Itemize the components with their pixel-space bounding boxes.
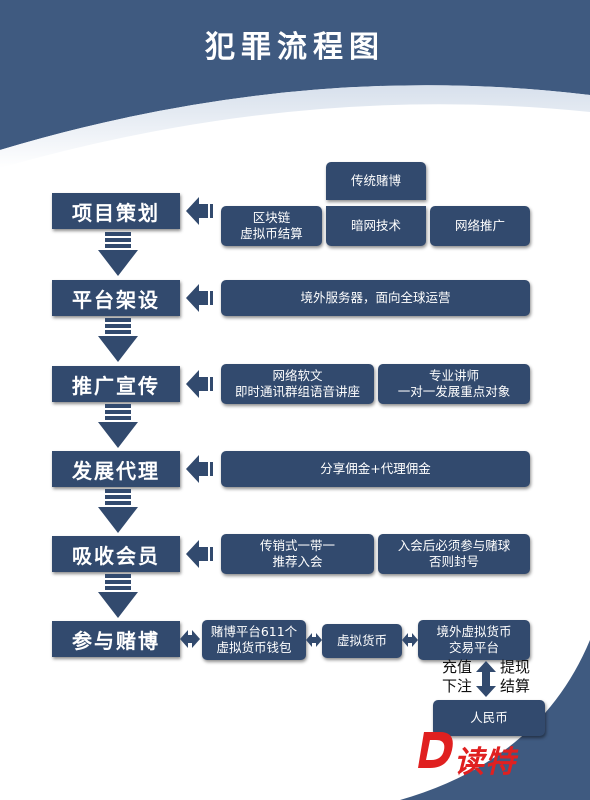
- left-arrow-icon: [186, 197, 213, 225]
- box-exchange-platform: 境外虚拟货币交易平台: [418, 620, 530, 660]
- box-commission: 分享佣金+代理佣金: [221, 451, 530, 487]
- double-arrow-icon: [306, 633, 322, 647]
- down-arrow-icon: [98, 489, 138, 533]
- step-project-planning: 项目策划: [52, 193, 180, 229]
- left-arrow-icon: [186, 455, 213, 483]
- box-wallets: 赌博平台611个虚拟货币钱包: [202, 620, 306, 660]
- double-arrow-icon: [402, 633, 418, 647]
- dute-logo-icon: [418, 732, 453, 768]
- down-arrow-icon: [98, 574, 138, 618]
- header-swoosh: [0, 85, 590, 168]
- deposit-bet-label: 充值下注: [442, 658, 473, 695]
- step-gambling: 参与赌博: [52, 621, 180, 657]
- box-network-promotion: 网络推广: [430, 206, 530, 246]
- down-arrow-icon: [98, 318, 138, 362]
- double-arrow-icon: [180, 630, 200, 648]
- withdraw-settle-label: 提现结算: [500, 658, 531, 695]
- step-promotion: 推广宣传: [52, 366, 180, 402]
- down-arrow-icon: [98, 232, 138, 276]
- page-title: 犯罪流程图: [205, 30, 385, 65]
- box-overseas-servers: 境外服务器，面向全球运营: [221, 280, 530, 316]
- box-traditional-gambling: 传统赌博: [326, 162, 426, 200]
- header-band: [0, 0, 590, 150]
- step-platform-setup: 平台架设: [52, 280, 180, 316]
- box-lecturers: 专业讲师一对一发展重点对象: [378, 364, 530, 404]
- footer-band: [400, 640, 590, 800]
- step-recruit-members: 吸收会员: [52, 536, 180, 572]
- watermark-text: 读特: [454, 745, 516, 780]
- left-arrow-icon: [186, 284, 213, 312]
- box-dark-web: 暗网技术: [326, 206, 426, 246]
- box-rmb: 人民币: [433, 700, 545, 736]
- box-soft-articles: 网络软文即时通讯群组语音讲座: [221, 364, 374, 404]
- box-must-bet: 入会后必须参与赌球否则封号: [378, 534, 530, 574]
- step-develop-agents: 发展代理: [52, 451, 180, 487]
- box-blockchain: 区块链虚拟币结算: [221, 206, 322, 246]
- vertical-double-arrow-icon: [476, 661, 496, 697]
- left-arrow-icon: [186, 540, 213, 568]
- down-arrow-icon: [98, 404, 138, 448]
- box-pyramid-referral: 传销式一带一推荐入会: [221, 534, 374, 574]
- left-arrow-icon: [186, 370, 213, 398]
- box-virtual-currency: 虚拟货币: [322, 624, 402, 658]
